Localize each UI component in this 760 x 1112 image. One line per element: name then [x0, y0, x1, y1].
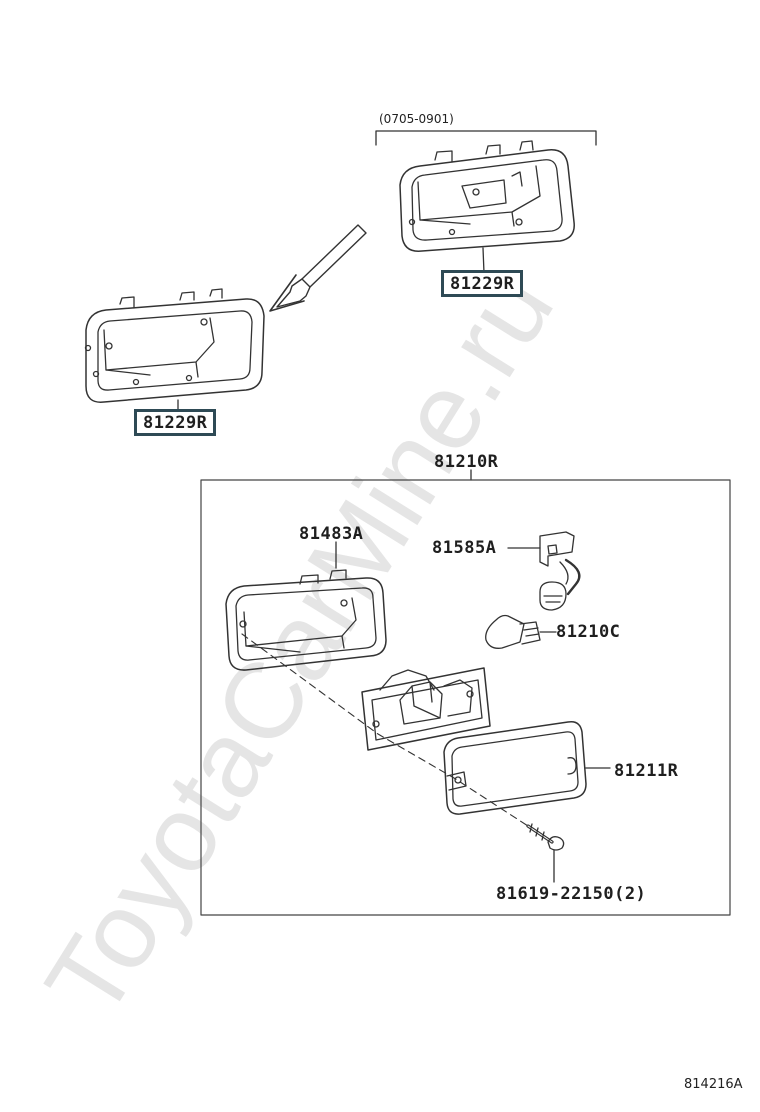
- assembly-frame: [200, 479, 731, 916]
- range-bracket: [375, 130, 597, 146]
- part-label-bezel-upper[interactable]: 81229R: [441, 270, 524, 297]
- leader-bezel-upper: [482, 247, 485, 274]
- part-label-screw[interactable]: 81619-22150(2): [496, 884, 647, 904]
- part-label-housing[interactable]: 81483A: [299, 524, 364, 544]
- bulb-drawing: [485, 614, 541, 649]
- part-label-bezel-lower[interactable]: 81229R: [134, 409, 217, 436]
- arrow-icon: [269, 224, 367, 312]
- socket-drawing: [539, 531, 581, 611]
- screw-drawing: [526, 823, 565, 851]
- part-label-socket[interactable]: 81585A: [432, 538, 497, 558]
- figure-code: 814216A: [684, 1077, 743, 1092]
- part-label-lens[interactable]: 81211R: [614, 761, 679, 781]
- bezel-lower-drawing: [84, 288, 265, 403]
- part-label-assembly[interactable]: 81210R: [434, 452, 499, 472]
- range-label: (0705-0901): [379, 112, 454, 126]
- housing-drawing: [225, 569, 387, 671]
- alignment-dashed-line: [241, 633, 529, 827]
- lens-drawing: [443, 720, 587, 815]
- housing-body-drawing: [361, 667, 491, 751]
- part-label-bulb[interactable]: 81210C: [556, 622, 621, 642]
- bezel-upper-drawing: [399, 140, 575, 252]
